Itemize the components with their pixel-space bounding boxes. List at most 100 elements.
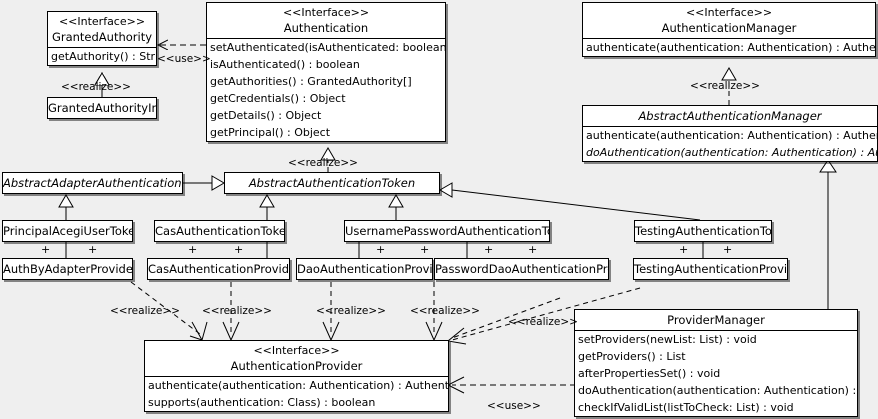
class-header: PasswordDaoAuthenticationProvider bbox=[435, 259, 608, 279]
class-header: <<Interface>> Authentication bbox=[207, 3, 445, 39]
class-provider-manager[interactable]: ProviderManager setProviders(newList: Li… bbox=[574, 309, 858, 417]
class-member: doAuthentication(authentication: Authent… bbox=[586, 146, 877, 159]
edge-label-realize-grantedauthorityimpl: <<realize>> bbox=[61, 81, 131, 93]
association-adornment-plus: + bbox=[234, 243, 244, 256]
class-username-password-authentication-token[interactable]: UsernamePasswordAuthenticationToken bbox=[344, 220, 550, 242]
class-header: TestingAuthenticationToken bbox=[635, 221, 771, 241]
class-authentication-provider[interactable]: <<Interface>> AuthenticationProvider aut… bbox=[144, 340, 449, 412]
edge-generalization-providermanager-abstractmanager bbox=[819, 159, 837, 309]
class-member: checkIfValidList(listToCheck: List) : vo… bbox=[578, 401, 794, 414]
class-member: doAuthentication(authentication: Authent… bbox=[578, 384, 857, 397]
class-testing-authentication-token[interactable]: TestingAuthenticationToken bbox=[634, 220, 772, 242]
class-member: getAuthorities() : GrantedAuthority[] bbox=[210, 75, 412, 88]
class-header: AuthByAdapterProvider bbox=[3, 259, 132, 279]
class-member: supports(authentication: Class) : boolea… bbox=[148, 396, 376, 409]
class-member: setProviders(newList: List) : void bbox=[578, 333, 757, 346]
class-header: CasAuthenticationToken bbox=[155, 221, 284, 241]
edge-generalization-principaltoken-adaptertoken bbox=[58, 194, 74, 220]
class-header: GrantedAuthorityImpl bbox=[48, 98, 156, 118]
edge-label-use-providermanager-authprovider: <<use>> bbox=[487, 400, 541, 412]
stereotype-label: <<Interface>> bbox=[685, 6, 773, 19]
stereotype-label: <<Interface>> bbox=[58, 15, 146, 28]
class-dao-authentication-provider[interactable]: DaoAuthenticationProvider bbox=[296, 258, 433, 280]
class-header: AbstractAuthenticationManager bbox=[583, 106, 877, 127]
class-name-label: TestingAuthenticationToken bbox=[635, 224, 772, 238]
class-member: getProviders() : List bbox=[578, 350, 686, 363]
class-name-label: UsernamePasswordAuthenticationToken bbox=[345, 224, 549, 238]
edge-label-realize-abstractmanager: <<realize>> bbox=[690, 80, 760, 92]
class-member: setAuthenticated(isAuthenticated: boolea… bbox=[210, 41, 446, 54]
class-granted-authority[interactable]: <<Interface>> GrantedAuthority getAuthor… bbox=[47, 11, 157, 66]
class-name-label: AuthByAdapterProvider bbox=[3, 262, 133, 276]
class-member: afterPropertiesSet() : void bbox=[578, 367, 721, 380]
class-header: ProviderManager bbox=[575, 310, 857, 331]
class-name-label: GrantedAuthorityImpl bbox=[48, 101, 156, 115]
class-name-label: PrincipalAcegiUserToken bbox=[3, 224, 133, 238]
class-header: CasAuthenticationProvider bbox=[148, 259, 289, 279]
class-header: <<Interface>> AuthenticationProvider bbox=[145, 341, 448, 377]
association-adornment-plus: + bbox=[41, 243, 51, 256]
class-members: authenticate(authentication: Authenticat… bbox=[583, 127, 877, 161]
class-abstract-adapter-authentication-token[interactable]: AbstractAdapterAuthenticationToken bbox=[2, 172, 183, 194]
class-members: authenticate(authentication: Authenticat… bbox=[145, 377, 448, 411]
class-member: authenticate(authentication: Authenticat… bbox=[586, 41, 876, 54]
class-cas-authentication-provider[interactable]: CasAuthenticationProvider bbox=[147, 258, 290, 280]
class-header: PrincipalAcegiUserToken bbox=[3, 221, 132, 241]
association-adornment-plus: + bbox=[528, 243, 538, 256]
class-header: AbstractAuthenticationToken bbox=[225, 173, 439, 193]
class-header: UsernamePasswordAuthenticationToken bbox=[345, 221, 549, 241]
class-testing-authentication-provider[interactable]: TestingAuthenticationProvider bbox=[633, 258, 788, 280]
class-abstract-authentication-manager[interactable]: AbstractAuthenticationManager authentica… bbox=[582, 105, 878, 162]
association-adornment-plus: + bbox=[420, 243, 430, 256]
class-name-label: AbstractAuthenticationManager bbox=[638, 109, 822, 123]
class-members: setProviders(newList: List) : void getPr… bbox=[575, 331, 857, 416]
stereotype-label: <<Interface>> bbox=[282, 6, 370, 19]
edge-generalization-castoken-abstracttoken bbox=[259, 194, 275, 220]
class-name-label: CasAuthenticationProvider bbox=[148, 262, 290, 276]
association-adornment-plus: + bbox=[188, 243, 198, 256]
edge-generalization-userpasstoken-abstracttoken bbox=[388, 194, 404, 220]
association-adornment-plus: + bbox=[88, 243, 98, 256]
class-name-label: CasAuthenticationToken bbox=[155, 224, 285, 238]
class-members: authenticate(authentication: Authenticat… bbox=[583, 39, 875, 56]
class-name-label: AbstractAuthenticationToken bbox=[248, 176, 416, 190]
class-name-label: DaoAuthenticationProvider bbox=[297, 262, 433, 276]
association-adornment-plus: + bbox=[376, 243, 386, 256]
class-members: setAuthenticated(isAuthenticated: boolea… bbox=[207, 39, 445, 141]
class-abstract-authentication-token[interactable]: AbstractAuthenticationToken bbox=[224, 172, 440, 194]
class-auth-by-adapter-provider[interactable]: AuthByAdapterProvider bbox=[2, 258, 133, 280]
class-name-label: TestingAuthenticationProvider bbox=[634, 262, 788, 276]
association-adornment-plus: + bbox=[723, 243, 733, 256]
class-member: getAuthority() : String bbox=[51, 50, 156, 63]
edge-generalization-testingtoken-abstracttoken bbox=[439, 182, 701, 221]
class-name-label: Authentication bbox=[283, 21, 369, 35]
stereotype-label: <<Interface>> bbox=[253, 344, 340, 357]
class-member: authenticate(authentication: Authenticat… bbox=[586, 129, 877, 142]
class-header: DaoAuthenticationProvider bbox=[297, 259, 432, 279]
class-name-label: AuthenticationManager bbox=[661, 21, 797, 35]
edge-label-realize-cas: <<realize>> bbox=[202, 305, 272, 317]
class-member: getDetails() : Object bbox=[210, 109, 322, 122]
class-member: authenticate(authentication: Authenticat… bbox=[148, 379, 449, 392]
class-password-dao-authentication-provider[interactable]: PasswordDaoAuthenticationProvider bbox=[434, 258, 609, 280]
class-name-label: AbstractAdapterAuthenticationToken bbox=[3, 176, 182, 190]
class-header: <<Interface>> AuthenticationManager bbox=[583, 3, 875, 39]
class-header: <<Interface>> GrantedAuthority bbox=[48, 12, 156, 48]
class-member: getPrincipal() : Object bbox=[210, 126, 331, 139]
edge-label-realize-abstracttoken-authentication: <<realize>> bbox=[288, 157, 358, 169]
class-header: TestingAuthenticationProvider bbox=[634, 259, 787, 279]
edge-label-realize-passworddao: <<realize>> bbox=[410, 305, 480, 317]
edge-label-realize-dao: <<realize>> bbox=[316, 305, 386, 317]
class-authentication[interactable]: <<Interface>> Authentication setAuthenti… bbox=[206, 2, 446, 142]
edge-label-use-authentication-grantedauthority: <<use>> bbox=[157, 53, 211, 65]
class-authentication-manager[interactable]: <<Interface>> AuthenticationManager auth… bbox=[582, 2, 876, 57]
class-name-label: ProviderManager bbox=[667, 313, 765, 327]
class-cas-authentication-token[interactable]: CasAuthenticationToken bbox=[154, 220, 285, 242]
class-members: getAuthority() : String bbox=[48, 48, 156, 65]
class-principal-acegi-user-token[interactable]: PrincipalAcegiUserToken bbox=[2, 220, 133, 242]
class-granted-authority-impl[interactable]: GrantedAuthorityImpl bbox=[47, 97, 157, 119]
class-name-label: PasswordDaoAuthenticationProvider bbox=[435, 262, 608, 276]
association-adornment-plus: + bbox=[484, 243, 494, 256]
class-name-label: GrantedAuthority bbox=[51, 30, 153, 44]
